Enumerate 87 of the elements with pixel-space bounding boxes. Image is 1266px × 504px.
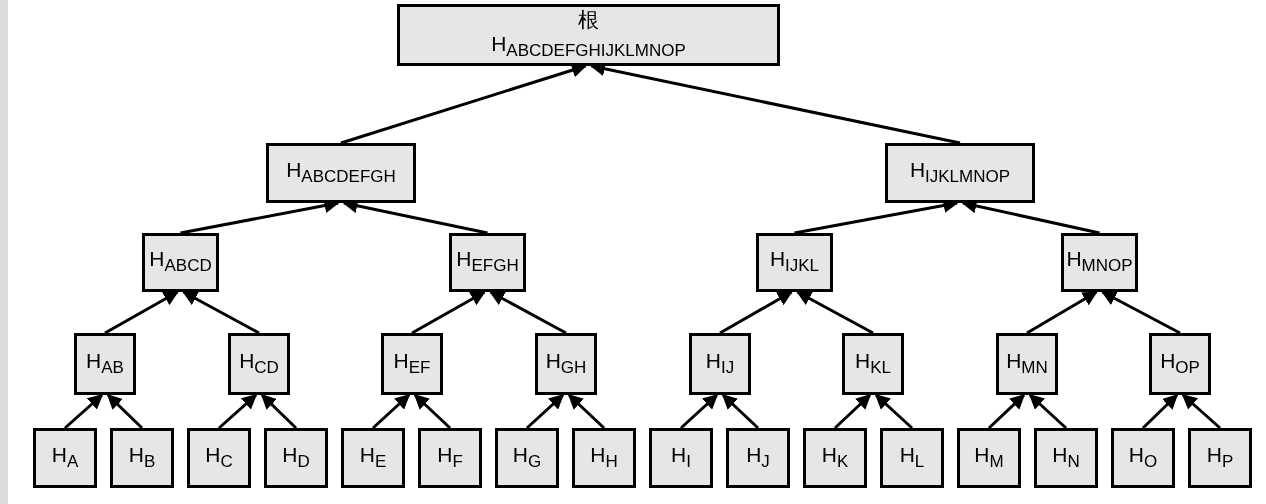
hash-label: H$_{AB}$ <box>86 348 124 379</box>
hash-box <box>689 333 751 395</box>
hash-label: H$_{EFGH}$ <box>456 247 519 277</box>
arrow <box>719 290 793 335</box>
hash-box <box>996 333 1058 395</box>
hash-label: H$_{MN}$ <box>1006 348 1048 379</box>
arrow <box>106 393 144 430</box>
hash-label: H$_{ABCD}$ <box>149 247 212 277</box>
hash-box <box>110 428 174 488</box>
hash-label: H$_{ABCDEFGHIJKLMNOP}$ <box>491 31 686 62</box>
arrow <box>567 393 606 430</box>
hash-box <box>572 428 636 488</box>
hash-label: H$_{B}$ <box>128 442 156 473</box>
hash-box <box>1034 428 1098 488</box>
hash-label: H$_{J}$ <box>746 442 770 473</box>
hash-box <box>1188 428 1252 488</box>
hash-label: H$_{L}$ <box>899 442 925 473</box>
arrow <box>1028 393 1067 430</box>
hash-label: H$_{OP}$ <box>1160 348 1200 379</box>
hash-label: H$_{F}$ <box>437 442 463 473</box>
arrow <box>833 393 872 430</box>
hash-label: H$_{E}$ <box>359 442 387 473</box>
hash-box <box>726 428 790 488</box>
hash-box <box>142 233 219 292</box>
hash-box <box>1149 333 1211 395</box>
hash-box <box>495 428 559 488</box>
hash-label: H$_{H}$ <box>590 442 618 473</box>
hash-box <box>74 333 136 395</box>
hash-box <box>381 333 443 395</box>
hash-label: H$_{IJKLMNOP}$ <box>909 157 1011 188</box>
hash-label: H$_{D}$ <box>282 442 310 473</box>
hash-box <box>535 333 597 395</box>
hash-label: H$_{C}$ <box>205 442 233 473</box>
hash-box <box>880 428 944 488</box>
hash-label: H$_{ABCDEFGH}$ <box>286 157 396 188</box>
arrow <box>413 393 452 430</box>
arrow <box>218 393 258 430</box>
hash-box <box>756 233 833 292</box>
hash-box <box>803 428 867 488</box>
arrow <box>874 393 913 430</box>
hash-label: H$_{CD}$ <box>239 348 279 379</box>
hash-label: H$_{IJKL}$ <box>769 247 820 277</box>
arrow <box>260 393 298 430</box>
hash-box <box>341 428 405 488</box>
hash-label: H$_{IJ}$ <box>705 348 735 379</box>
arrow <box>721 393 760 430</box>
hash-box <box>418 428 482 488</box>
arrow <box>526 393 565 430</box>
hash-label: H$_{GH}$ <box>545 348 587 379</box>
hash-label: H$_{O}$ <box>1128 442 1158 473</box>
hash-box <box>264 428 328 488</box>
hash-box <box>449 233 526 292</box>
hash-label: 根 <box>578 7 599 32</box>
arrow <box>987 393 1026 430</box>
hash-label: H$_{EF}$ <box>393 348 431 379</box>
arrow <box>680 393 719 430</box>
hash-box <box>1061 233 1138 292</box>
arrow <box>489 290 567 335</box>
arrow <box>1101 290 1181 335</box>
hash-box <box>397 4 780 66</box>
hash-box <box>885 143 1035 203</box>
hash-box <box>266 143 416 203</box>
arrow <box>796 290 874 335</box>
hash-box <box>649 428 713 488</box>
hash-label: H$_{A}$ <box>51 442 79 473</box>
hash-label: H$_{I}$ <box>671 442 691 473</box>
arrow <box>1141 393 1179 430</box>
arrow <box>182 290 260 335</box>
arrow <box>1181 393 1221 430</box>
arrow <box>104 290 179 335</box>
arrow <box>64 393 104 430</box>
hash-label: H$_{K}$ <box>821 442 849 473</box>
hash-box <box>842 333 904 395</box>
hash-label: H$_{M}$ <box>974 442 1004 473</box>
hash-box <box>957 428 1021 488</box>
hash-label: H$_{G}$ <box>512 442 542 473</box>
hash-label: H$_{MNOP}$ <box>1066 247 1133 277</box>
hash-box <box>228 333 290 395</box>
hash-box <box>33 428 97 488</box>
arrow <box>1026 290 1098 335</box>
hash-box <box>187 428 251 488</box>
hash-label: H$_{KL}$ <box>855 348 891 379</box>
arrow <box>411 290 486 335</box>
hash-label: H$_{P}$ <box>1206 442 1234 473</box>
arrow <box>372 393 411 430</box>
hash-label: H$_{N}$ <box>1052 442 1080 473</box>
hash-box <box>1111 428 1175 488</box>
